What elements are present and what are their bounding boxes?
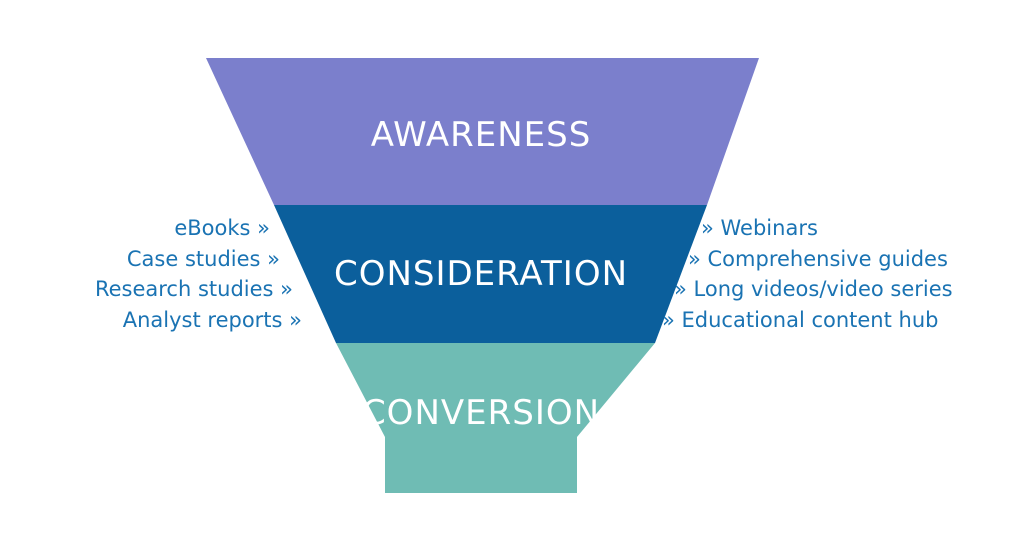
stage-label-conversion: CONVERSION — [362, 393, 600, 433]
consideration-content-left-list: eBooks » Case studies » Research studies… — [95, 213, 302, 335]
consideration-content-right-list: » Webinars » Comprehensive guides » Long… — [656, 213, 953, 335]
list-item-webinars: » Webinars — [701, 216, 818, 240]
list-item-research-studies: Research studies » — [94, 277, 293, 301]
funnel-stage-awareness — [206, 58, 759, 205]
stage-label-consideration: CONSIDERATION — [334, 254, 628, 294]
list-item-analyst-reports: Analyst reports » — [122, 307, 302, 332]
stage-label-awareness: AWARENESS — [371, 115, 592, 155]
list-item-case-studies: Case studies » — [126, 246, 280, 271]
list-item-comprehensive-guides: » Comprehensive guides — [688, 246, 948, 271]
funnel-stage-consideration — [274, 205, 707, 343]
list-item-ebooks: eBooks » — [174, 216, 270, 240]
list-item-educational-content-hub: » Educational content hub — [662, 307, 939, 332]
list-item-long-videos: » Long videos/video series — [674, 277, 953, 301]
funnel-stage-conversion — [336, 343, 655, 493]
